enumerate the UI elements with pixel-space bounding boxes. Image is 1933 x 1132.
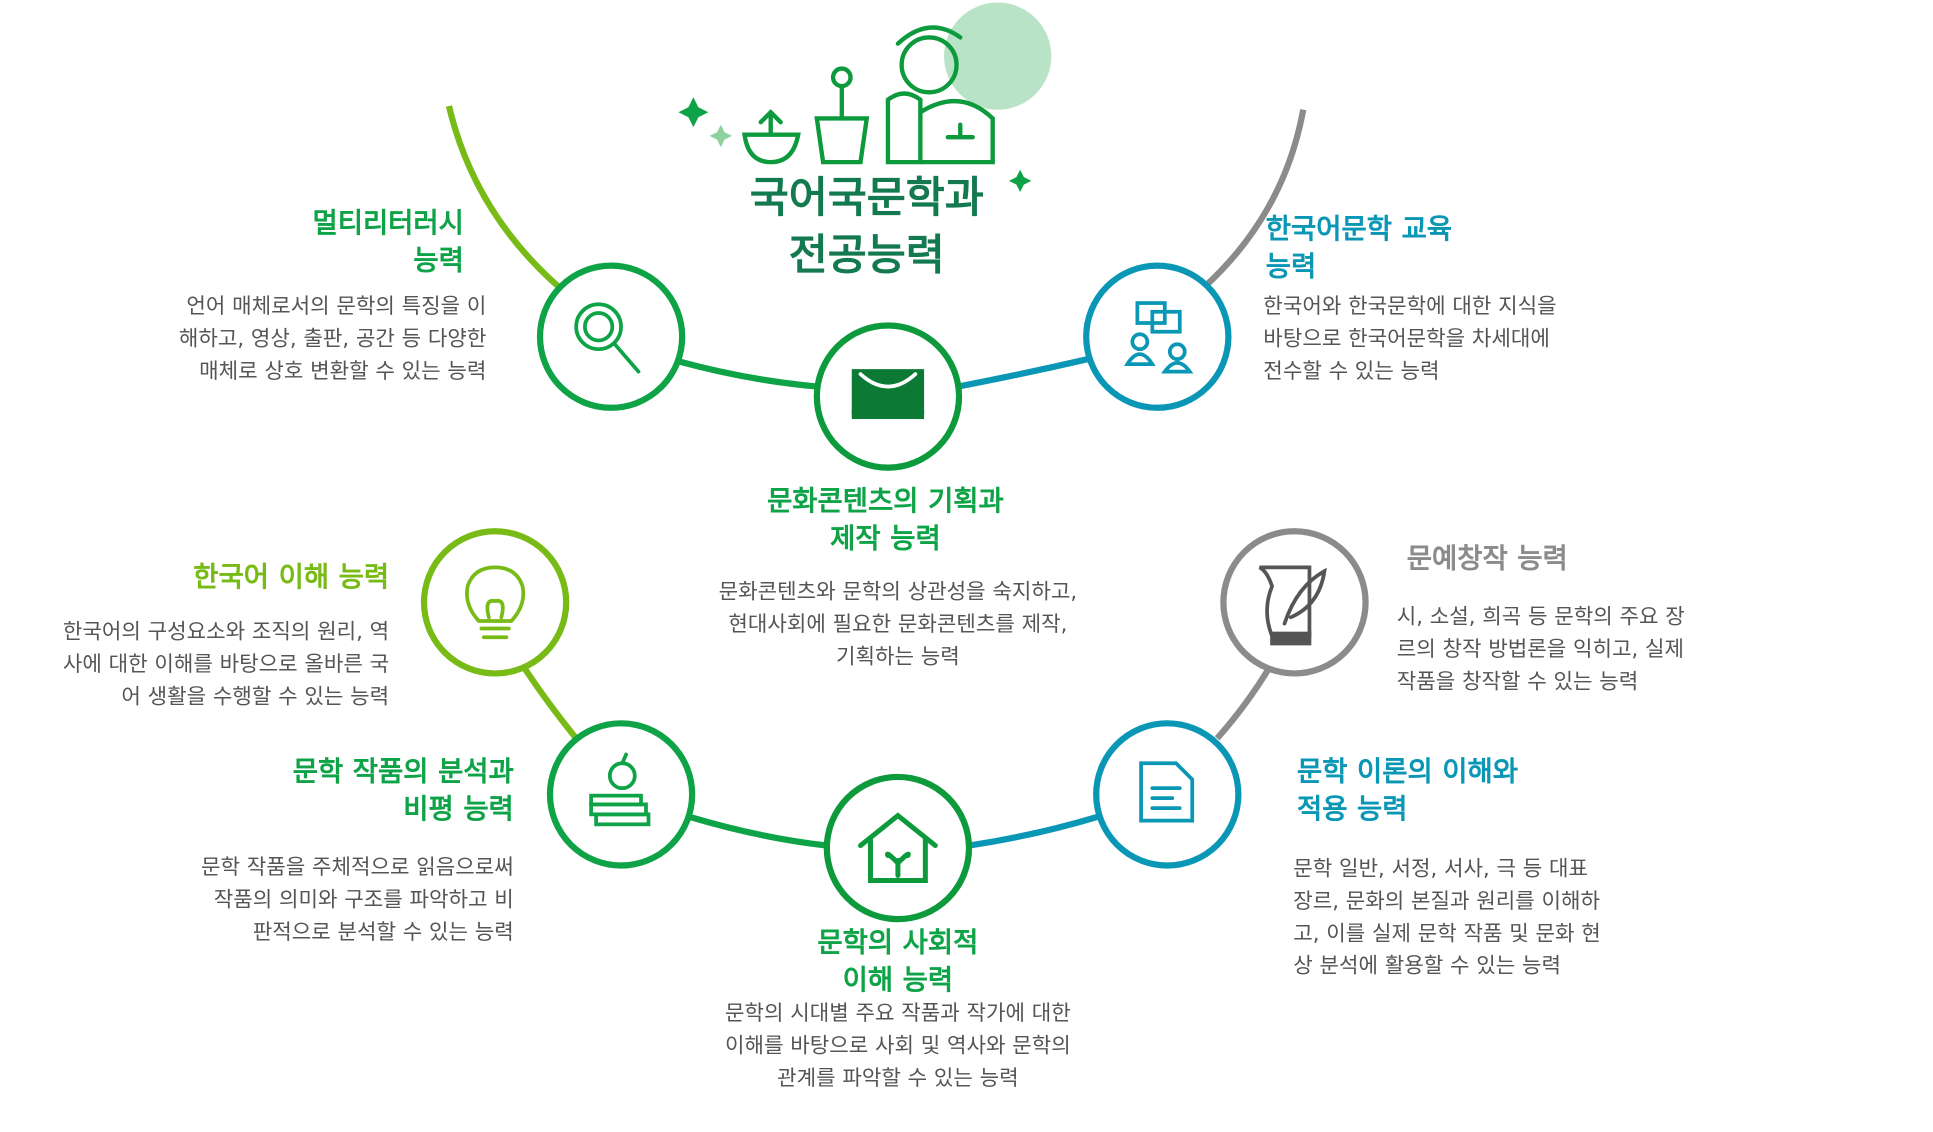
text-line: 한국어의 구성요소와 조직의 원리, 역: [62, 619, 390, 645]
text-line: 현대사회에 필요한 문화콘텐츠를 제작,: [728, 612, 1068, 638]
text-line: 장르, 문화의 본질과 원리를 이해하: [1293, 889, 1601, 915]
arc-segment: [688, 813, 828, 849]
lightbulb-icon: [465, 565, 526, 640]
text-line: 능력: [413, 245, 464, 277]
circle-literary-theory: [1093, 720, 1242, 869]
arc-segment: [1205, 109, 1307, 287]
arc-segment: [957, 356, 1089, 390]
text-line: 제작 능력: [830, 523, 941, 555]
text-line: 기획하는 능력: [836, 644, 960, 670]
text-line: 어 생활을 수행할 수 있는 능력: [121, 684, 390, 710]
text-line: 한국어 이해 능력: [193, 562, 390, 594]
heading-creative-writing: 문예창작 능력: [1407, 541, 1719, 578]
heading-korean-understanding: 한국어 이해 능력: [75, 560, 389, 597]
student-illustration: [678, 2, 1052, 193]
title-line1: 국어국문학과: [749, 173, 984, 224]
text-line: 이해를 바탕으로 사회 및 역사와 문학의: [725, 1033, 1071, 1059]
circle-multiliteracy: [536, 262, 686, 411]
books-apple-icon: [589, 752, 651, 827]
circle-korean-education: [1083, 262, 1232, 411]
text-line: 판적으로 분석할 수 있는 능력: [252, 920, 514, 946]
text-line: 한국어와 한국문학에 대한 지식을: [1263, 294, 1557, 320]
house-sprout-icon: [858, 812, 938, 883]
desc-culture-content: 문화콘텐츠와 문학의 상관성을 숙지하고, 현대사회에 필요한 문화콘텐츠를 제작…: [673, 576, 1122, 673]
arc-segment: [1214, 665, 1273, 741]
text-line: 문학 작품을 주체적으로 읽음으로써: [201, 855, 514, 881]
text-line: 해하고, 영상, 출판, 공간 등 다양한: [178, 326, 487, 352]
text-line: 이해 능력: [842, 965, 954, 997]
text-line: 매체로 상호 변환할 수 있는 능력: [199, 359, 487, 385]
arc-segment: [521, 665, 579, 741]
text-line: 비평 능력: [403, 794, 514, 826]
quill-scroll-icon: [1258, 565, 1327, 646]
text-line: 적용 능력: [1296, 794, 1408, 826]
document-icon: [1139, 761, 1195, 823]
text-line: 전수할 수 있는 능력: [1263, 359, 1440, 385]
arc-segment: [968, 813, 1099, 849]
text-line: 고, 이를 실제 문학 작품 및 문화 현: [1293, 921, 1601, 947]
text-line: 능력: [1265, 251, 1317, 284]
text-line: 문학 작품의 분석과: [292, 756, 514, 789]
text-line: 르의 창작 방법론을 익히고, 실제: [1396, 637, 1685, 663]
arc-segment: [445, 105, 561, 290]
text-line: 멀티리터러시: [312, 208, 464, 240]
text-line: 문예창작 능력: [1406, 543, 1568, 575]
text-line: 시, 소설, 희곡 등 문학의 주요 장: [1396, 604, 1685, 630]
circle-social-understanding: [823, 773, 973, 923]
text-line: 사에 대한 이해를 바탕으로 올바른 국: [62, 652, 390, 678]
text-line: 작품의 의미와 구조를 파악하고 비: [213, 887, 514, 913]
text-line: 문학의 시대별 주요 작품과 작가에 대한: [725, 1001, 1071, 1027]
text-line: 문학의 사회적: [817, 927, 979, 960]
text-line: 바탕으로 한국어문학을 차세대에: [1263, 326, 1550, 352]
people-chat-icon: [1124, 301, 1194, 374]
arc-segment: [678, 358, 819, 390]
text-line: 작품을 창작할 수 있는 능력: [1396, 669, 1639, 695]
text-line: 문학 이론의 이해와: [1296, 756, 1519, 789]
theater-icon: [851, 369, 925, 420]
text-line: 언어 매체로서의 문학의 특징을 이: [186, 294, 487, 320]
text-line: 문학 일반, 서정, 서사, 극 등 대표: [1293, 856, 1588, 882]
text-line: 관계를 파악할 수 있는 능력: [777, 1066, 1019, 1092]
text-line: 문화콘텐츠의 기획과: [767, 486, 1004, 518]
text-line: 상 분석에 활용할 수 있는 능력: [1293, 954, 1561, 979]
magnifier-icon: [574, 302, 641, 374]
text-line: 한국어문학 교육: [1265, 214, 1453, 246]
text-line: 문화콘텐츠와 문학의 상관성을 숙지하고,: [718, 579, 1078, 605]
title-line2: 전공능력: [788, 230, 945, 281]
